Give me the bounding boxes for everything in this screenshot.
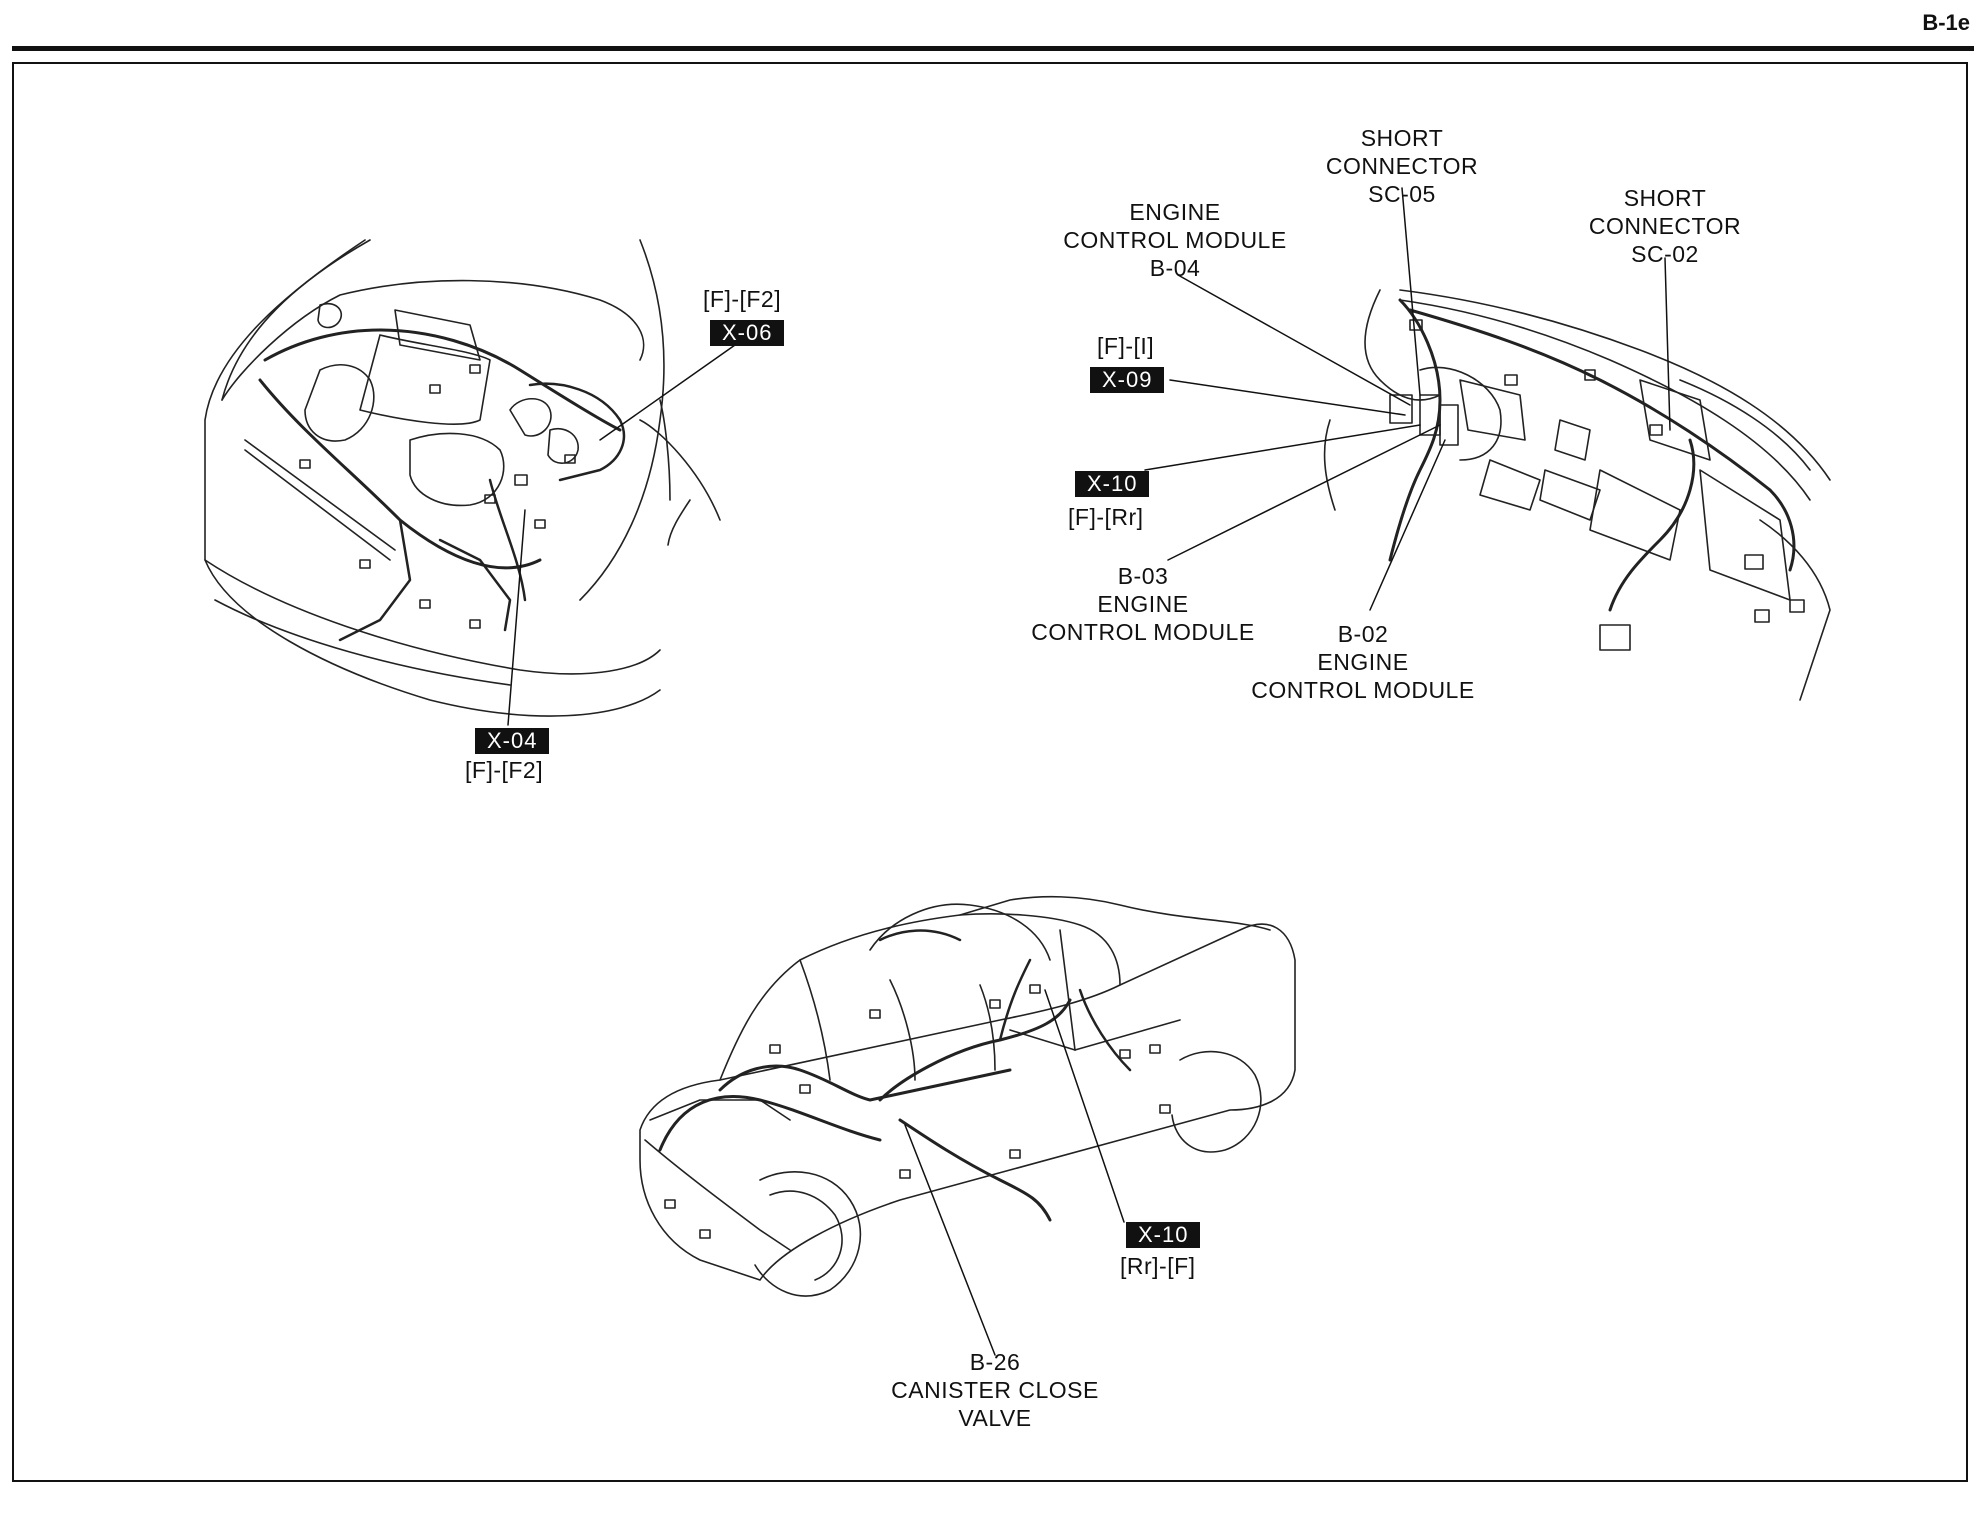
connector-x06-tag: X-06 bbox=[710, 320, 785, 346]
connector-x04-tag: X-04 bbox=[475, 728, 550, 754]
label-ecm-b03: B-03 ENGINE CONTROL MODULE bbox=[1031, 563, 1255, 645]
label-short-connector-sc02: SHORT CONNECTOR SC-02 bbox=[1588, 185, 1742, 267]
connector-x09-code: [F]-[I] bbox=[1097, 333, 1155, 359]
engine-bay-illustration bbox=[204, 239, 721, 717]
connector-x06-code: [F]-[F2] bbox=[703, 286, 782, 312]
label-short-connector-sc05: SHORT CONNECTOR SC-05 bbox=[1325, 125, 1479, 207]
page-id: B-1e bbox=[1922, 10, 1970, 35]
connector-x10-dash-code: [F]-[Rr] bbox=[1068, 504, 1144, 530]
diagram-frame bbox=[12, 62, 1968, 1482]
connector-x10-body-tag: X-10 bbox=[1126, 1222, 1201, 1248]
leader-lines bbox=[507, 187, 1671, 1356]
connector-x10-dash-tag: X-10 bbox=[1075, 471, 1150, 497]
label-ecm-b04: ENGINE CONTROL MODULE B-04 bbox=[1063, 199, 1287, 281]
connector-x04-code: [F]-[F2] bbox=[465, 757, 544, 783]
car-body-illustration bbox=[639, 895, 1296, 1297]
label-ecm-b02: B-02 ENGINE CONTROL MODULE bbox=[1251, 621, 1475, 703]
label-canister-close-valve: B-26 CANISTER CLOSE VALVE bbox=[891, 1349, 1099, 1431]
connector-x09-tag: X-09 bbox=[1090, 367, 1165, 393]
dashboard-illustration bbox=[1323, 289, 1831, 701]
top-rule bbox=[12, 46, 1974, 51]
connector-x10-body-code: [Rr]-[F] bbox=[1120, 1253, 1196, 1279]
